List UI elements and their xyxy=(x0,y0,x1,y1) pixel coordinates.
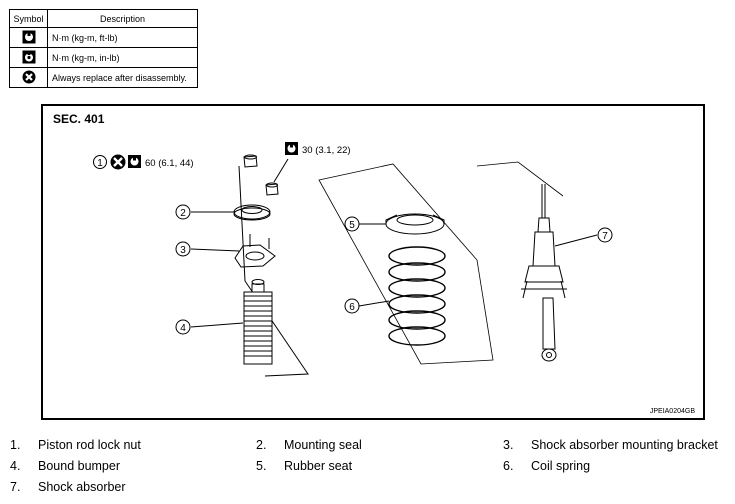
legend-row: N·m (kg-m, in-lb) xyxy=(9,47,198,68)
shock-absorber-drawing xyxy=(521,184,567,362)
leader-line xyxy=(273,158,289,183)
callout-number: 4 xyxy=(180,323,186,334)
rubber-seat-drawing xyxy=(385,213,445,235)
callout-number: 3 xyxy=(180,245,186,256)
part-number: 3. xyxy=(503,438,514,452)
side-nut-drawing xyxy=(265,182,279,196)
legend-description: N·m (kg-m, in-lb) xyxy=(47,47,198,68)
piston-rod-lock-nut-drawing xyxy=(243,154,258,168)
legend-header-symbol: Symbol xyxy=(9,9,48,28)
part-number: 7. xyxy=(10,480,21,494)
legend-description: Always replace after disassembly. xyxy=(47,67,198,88)
part-name: Mounting seal xyxy=(284,438,362,452)
legend-description: N·m (kg-m, ft-lb) xyxy=(47,27,198,48)
callout-2: 2 xyxy=(175,204,191,220)
callout-3: 3 xyxy=(175,241,191,257)
callout-7: 7 xyxy=(597,227,613,243)
section-label: SEC. 401 xyxy=(53,112,105,126)
torque-wrench-icon xyxy=(22,30,35,43)
callout-1: 1 xyxy=(93,155,107,169)
torque-spec-lock-nut: 60 (6.1, 44) xyxy=(145,158,194,169)
bound-bumper-drawing xyxy=(243,279,273,365)
symbol-legend-table: Symbol Description N·m (kg-m, ft-lb) N·m… xyxy=(9,9,198,88)
part-name: Coil spring xyxy=(531,459,591,473)
callout-number: 1 xyxy=(97,158,103,169)
exploded-view-diagram: SEC. 401 xyxy=(41,104,705,420)
torque-spec-side-nut: 30 (3.1, 22) xyxy=(302,145,351,156)
part-number: 1. xyxy=(10,438,21,452)
torque-wrench-inlb-icon xyxy=(22,50,35,63)
torque-wrench-icon xyxy=(285,142,298,155)
callout-number: 5 xyxy=(349,220,355,231)
callout-6: 6 xyxy=(344,298,360,314)
leader-line xyxy=(190,322,244,328)
do-not-reuse-icon xyxy=(110,154,126,170)
coil-spring-drawing xyxy=(388,246,446,346)
leader-line xyxy=(358,300,390,307)
legend-row: N·m (kg-m, ft-lb) xyxy=(9,27,198,48)
group-bracket-line xyxy=(476,161,564,197)
group-bracket-line xyxy=(238,165,309,377)
mounting-bracket-drawing xyxy=(234,234,276,268)
group-bracket-line xyxy=(318,163,494,365)
legend-header-description: Description xyxy=(47,9,198,28)
legend-row: Always replace after disassembly. xyxy=(9,67,198,88)
part-name: Rubber seat xyxy=(284,459,353,473)
mounting-seal-drawing xyxy=(233,204,271,221)
leader-line xyxy=(554,234,598,247)
part-name: Shock absorber mounting bracket xyxy=(531,438,718,452)
part-name: Piston rod lock nut xyxy=(38,438,141,452)
part-name: Shock absorber xyxy=(38,480,126,494)
part-number: 5. xyxy=(256,459,267,473)
leader-line xyxy=(190,248,240,252)
callout-number: 7 xyxy=(602,231,608,242)
part-name: Bound bumper xyxy=(38,459,121,473)
callout-number: 6 xyxy=(349,302,355,313)
callout-number: 2 xyxy=(180,208,186,219)
figure-code: JPEIA0204GB xyxy=(649,408,695,415)
callout-5: 5 xyxy=(344,216,360,232)
part-number: 4. xyxy=(10,459,21,473)
part-number: 2. xyxy=(256,438,267,452)
callout-4: 4 xyxy=(175,319,191,335)
part-number: 6. xyxy=(503,459,514,473)
strut-assembly-drawing: 1 60 (6.1, 44) 30 (3.1, 22) 2 3 xyxy=(93,142,613,377)
torque-wrench-icon xyxy=(128,155,141,168)
do-not-reuse-icon xyxy=(22,70,35,83)
